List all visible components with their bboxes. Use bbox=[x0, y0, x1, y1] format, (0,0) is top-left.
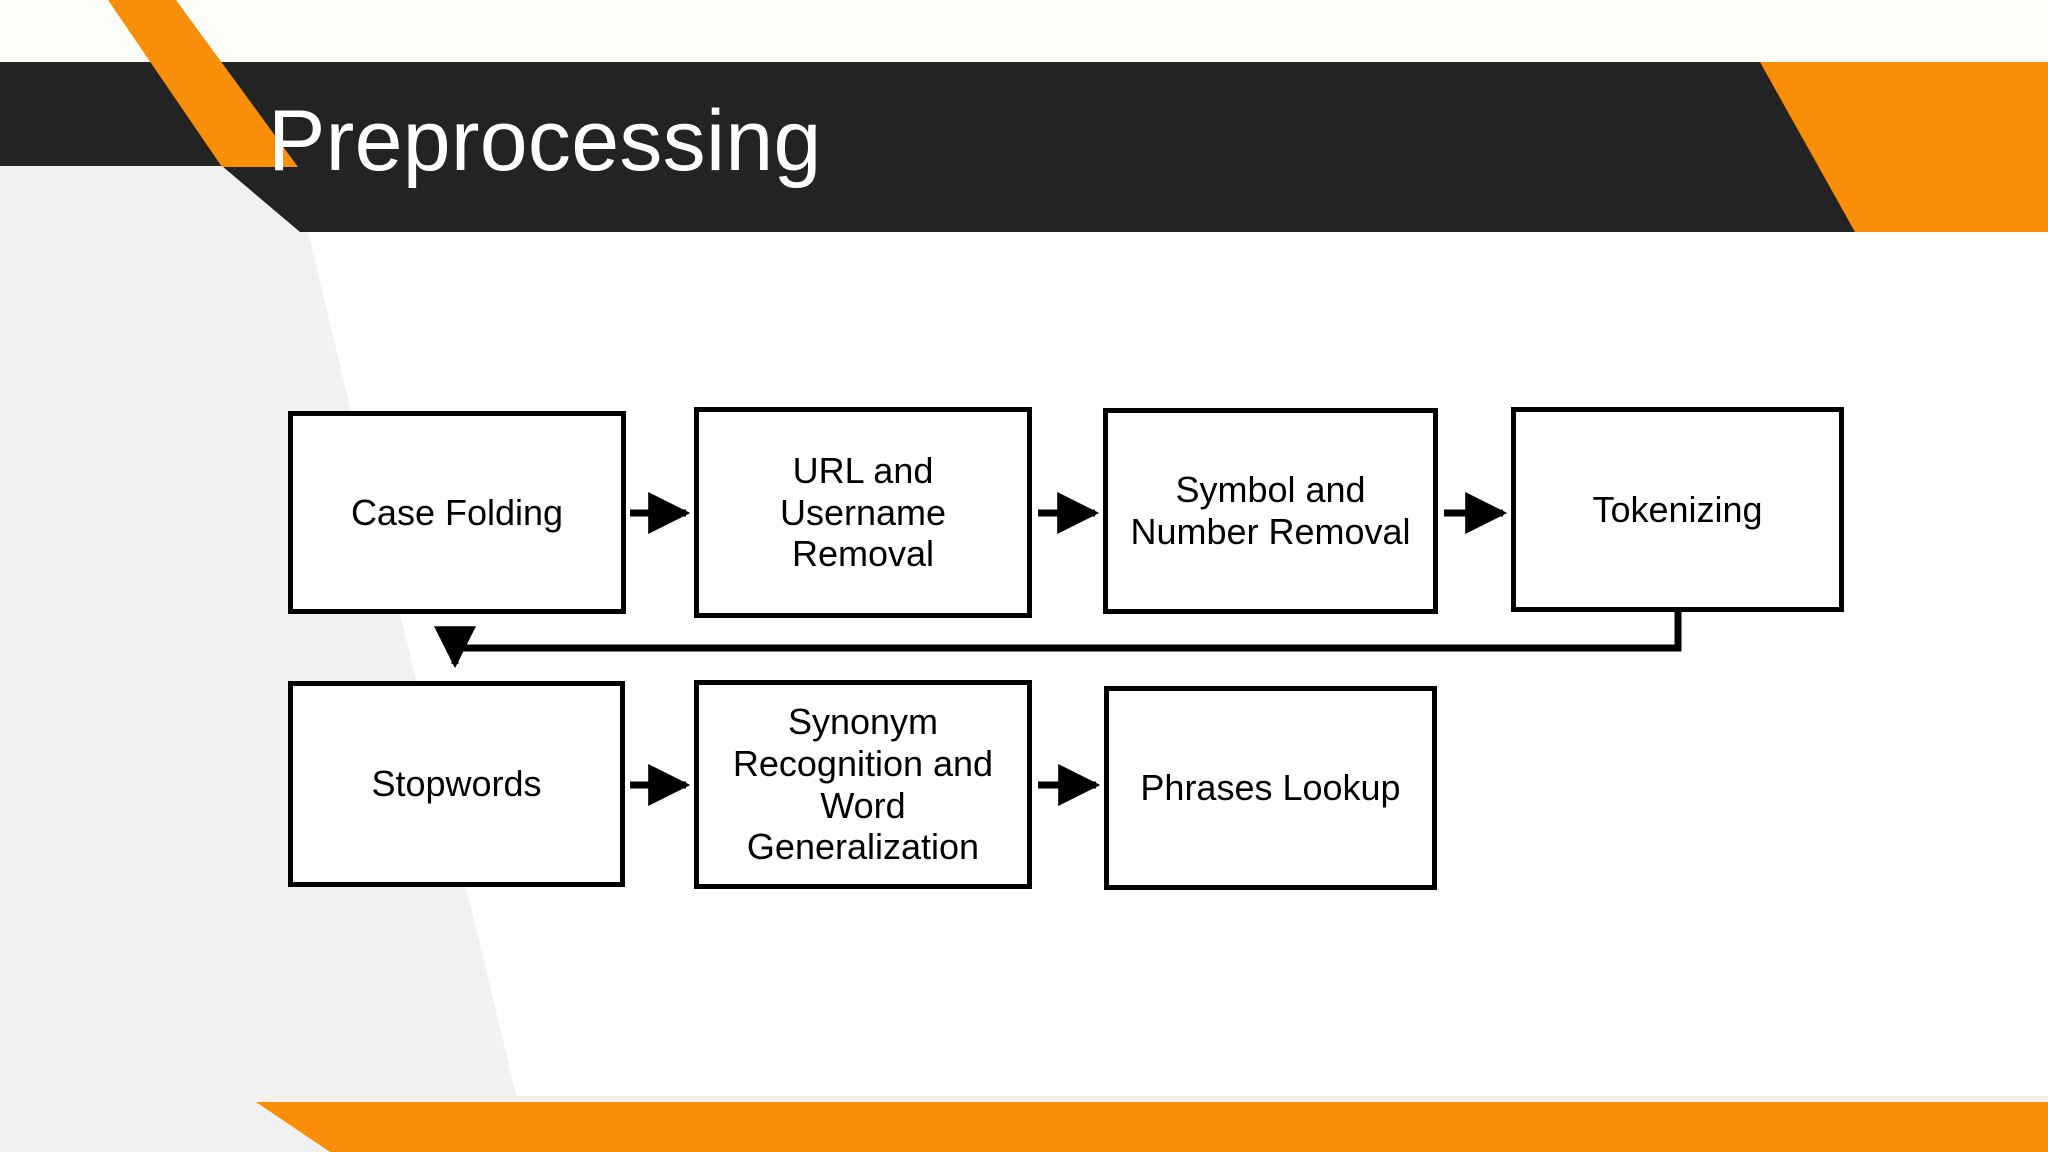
flow-node-phrases-lookup[interactable]: Phrases Lookup bbox=[1104, 686, 1437, 890]
flow-node-stopwords-label: Stopwords bbox=[371, 763, 542, 805]
flow-node-synonym-recognition-word-generalization[interactable]: Synonym Recognition and Word Generalizat… bbox=[694, 680, 1032, 889]
flow-node-tokenizing-label: Tokenizing bbox=[1592, 488, 1763, 530]
page-title: Preprocessing bbox=[268, 93, 822, 189]
flow-node-url-username-removal[interactable]: URL and Username Removal bbox=[694, 407, 1032, 618]
edge-tokenizing-to-stopwords bbox=[434, 612, 1682, 669]
flow-node-case-folding-label: Case Folding bbox=[350, 491, 564, 533]
flow-node-tokenizing[interactable]: Tokenizing bbox=[1511, 407, 1844, 612]
flow-node-url-username-removal-label: URL and Username Removal bbox=[779, 449, 947, 575]
flow-node-synonym-recognition-word-generalization-label: Synonym Recognition and Word Generalizat… bbox=[732, 701, 994, 868]
flow-node-case-folding[interactable]: Case Folding bbox=[288, 411, 626, 614]
flow-node-phrases-lookup-label: Phrases Lookup bbox=[1140, 767, 1401, 809]
flow-node-symbol-number-removal-label: Symbol and Number Removal bbox=[1130, 469, 1411, 552]
flow-node-symbol-number-removal[interactable]: Symbol and Number Removal bbox=[1103, 408, 1438, 614]
flow-node-stopwords[interactable]: Stopwords bbox=[288, 681, 625, 887]
